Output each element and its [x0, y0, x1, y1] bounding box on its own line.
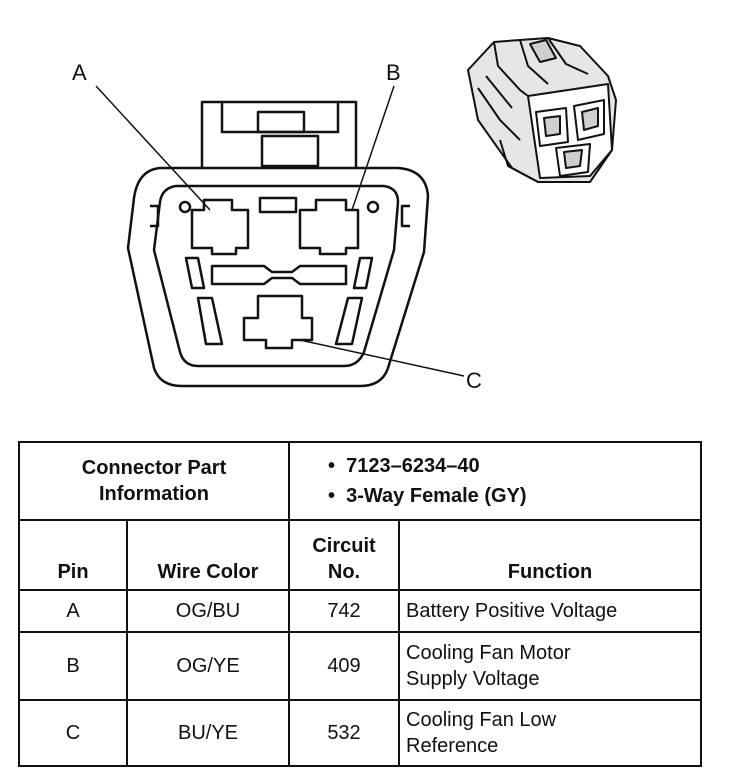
- header-circuit-line2: No.: [327, 561, 361, 583]
- connector-3d-illustration: [467, 37, 617, 183]
- table-row: C BU/YE 532 Cooling Fan Low Reference: [18, 699, 703, 767]
- function-cell: Battery Positive Voltage: [397, 589, 703, 633]
- alignment-hole-right: [366, 200, 380, 214]
- wire-color-cell: OG/BU: [126, 589, 290, 633]
- header-circuit: Circuit No.: [288, 519, 400, 591]
- terminal-cavity-a: [190, 198, 250, 256]
- wire-color-cell: BU/YE: [126, 699, 290, 767]
- connector-diagram: A B C: [72, 37, 617, 393]
- connector-part-info-label: Connector Part Information: [18, 441, 290, 521]
- wire-color-cell: OG/YE: [126, 631, 290, 701]
- connector-type: 3-Way Female (GY): [328, 481, 694, 511]
- alignment-hole-left: [178, 200, 192, 214]
- function-line2: Reference: [406, 735, 499, 757]
- connector-table: Connector Part Information 7123–6234–40 …: [18, 441, 703, 767]
- function-cell: Cooling Fan Motor Supply Voltage: [397, 631, 703, 701]
- circuit-cell: 742: [288, 589, 400, 633]
- pin-cell: C: [18, 699, 128, 767]
- circuit-cell: 409: [288, 631, 400, 701]
- function-line1: Battery Positive Voltage: [406, 600, 618, 622]
- pin-label-a: A: [72, 60, 87, 85]
- function-line1: Cooling Fan Low: [406, 709, 557, 731]
- connector-part-info-values: 7123–6234–40 3-Way Female (GY): [287, 441, 703, 521]
- leader-line-a: [95, 85, 211, 211]
- leader-line-c: [299, 339, 465, 377]
- connector-part-info-line1: Connector Part: [81, 457, 227, 479]
- terminal-cavity-c: [242, 294, 314, 350]
- header-wire-color: Wire Color: [126, 519, 290, 591]
- pin-cell: B: [18, 631, 128, 701]
- function-line2: Supply Voltage: [406, 668, 540, 690]
- function-line1: Cooling Fan Motor: [406, 642, 571, 664]
- leader-line-b: [351, 85, 395, 211]
- connector-housing-inner: [152, 184, 400, 368]
- header-pin: Pin: [18, 519, 128, 591]
- circuit-cell: 532: [288, 699, 400, 767]
- table-row: B OG/YE 409 Cooling Fan Motor Supply Vol…: [18, 631, 703, 701]
- connector-housing-outer: [126, 166, 430, 388]
- center-rib: [210, 264, 348, 286]
- table-row: A OG/BU 742 Battery Positive Voltage: [18, 589, 703, 633]
- header-function: Function: [397, 519, 703, 591]
- function-cell: Cooling Fan Low Reference: [397, 699, 703, 767]
- header-circuit-line1: Circuit: [312, 535, 376, 557]
- pin-cell: A: [18, 589, 128, 633]
- connector-part-info-line2: Information: [99, 483, 209, 505]
- pin-label-b: B: [386, 60, 401, 85]
- part-number: 7123–6234–40: [328, 451, 694, 481]
- terminal-cavity-b: [298, 198, 360, 256]
- pin-label-c: C: [466, 368, 482, 393]
